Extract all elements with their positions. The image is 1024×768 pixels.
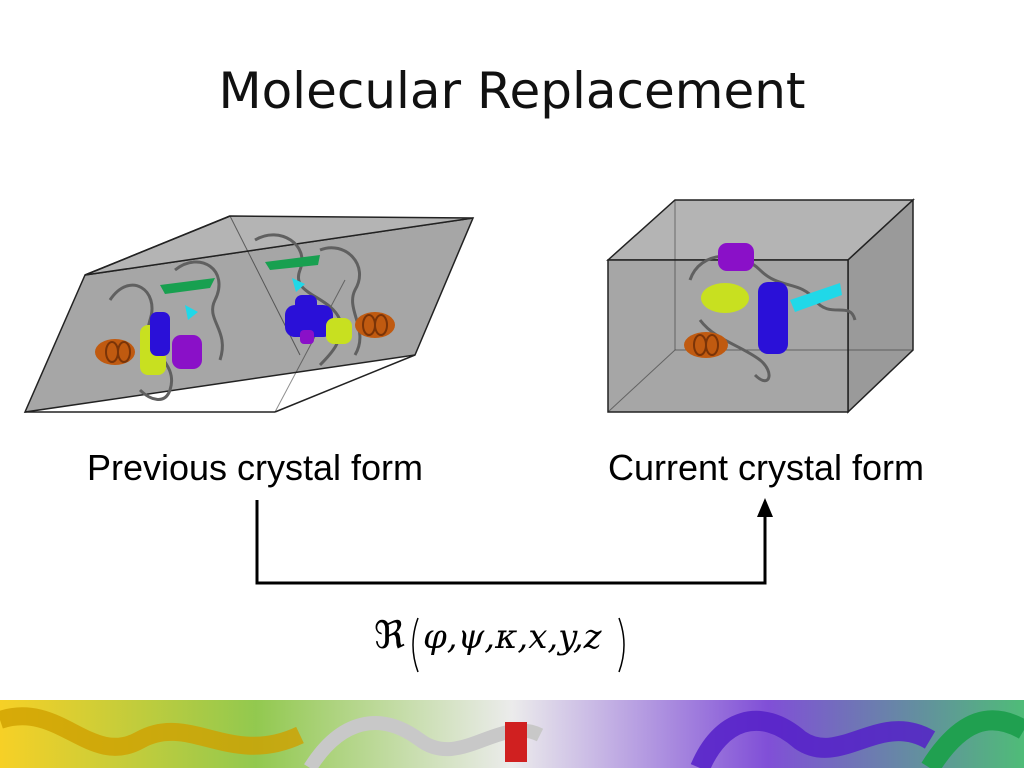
ribbon-red-segment — [505, 722, 527, 762]
helix-purple — [718, 243, 754, 271]
slide-title: Molecular Replacement — [218, 62, 806, 120]
current-crystal-caption: Current crystal form — [607, 447, 925, 488]
arrow-head — [757, 498, 773, 517]
decorative-ribbon-footer — [0, 700, 1024, 768]
helix-purple — [172, 335, 202, 369]
beta-strand — [790, 283, 842, 312]
arrow-line — [255, 500, 767, 585]
rotation-translation-formula: ℜ φ,ψ,κ,x,y,z — [374, 613, 625, 673]
previous-crystal-caption: Previous crystal form — [86, 447, 424, 488]
current-crystal-cell — [606, 198, 915, 414]
transformation-arrow — [255, 498, 773, 585]
helix-orange — [95, 339, 135, 365]
cell-front-face — [607, 259, 849, 413]
protein-molecule-1 — [95, 260, 224, 401]
right-paren — [618, 617, 625, 673]
helix-blue — [150, 312, 170, 356]
helix-blue — [758, 282, 788, 354]
beta-strand — [160, 278, 215, 294]
protein-molecule-2 — [254, 233, 395, 367]
previous-crystal-cell — [23, 215, 475, 413]
operator-symbol: ℜ — [374, 613, 405, 657]
helix-yellow — [701, 283, 749, 313]
protein-molecule-3 — [684, 243, 857, 383]
operator-arguments: φ,ψ,κ,x,y,z — [423, 617, 603, 657]
left-paren — [412, 617, 419, 673]
